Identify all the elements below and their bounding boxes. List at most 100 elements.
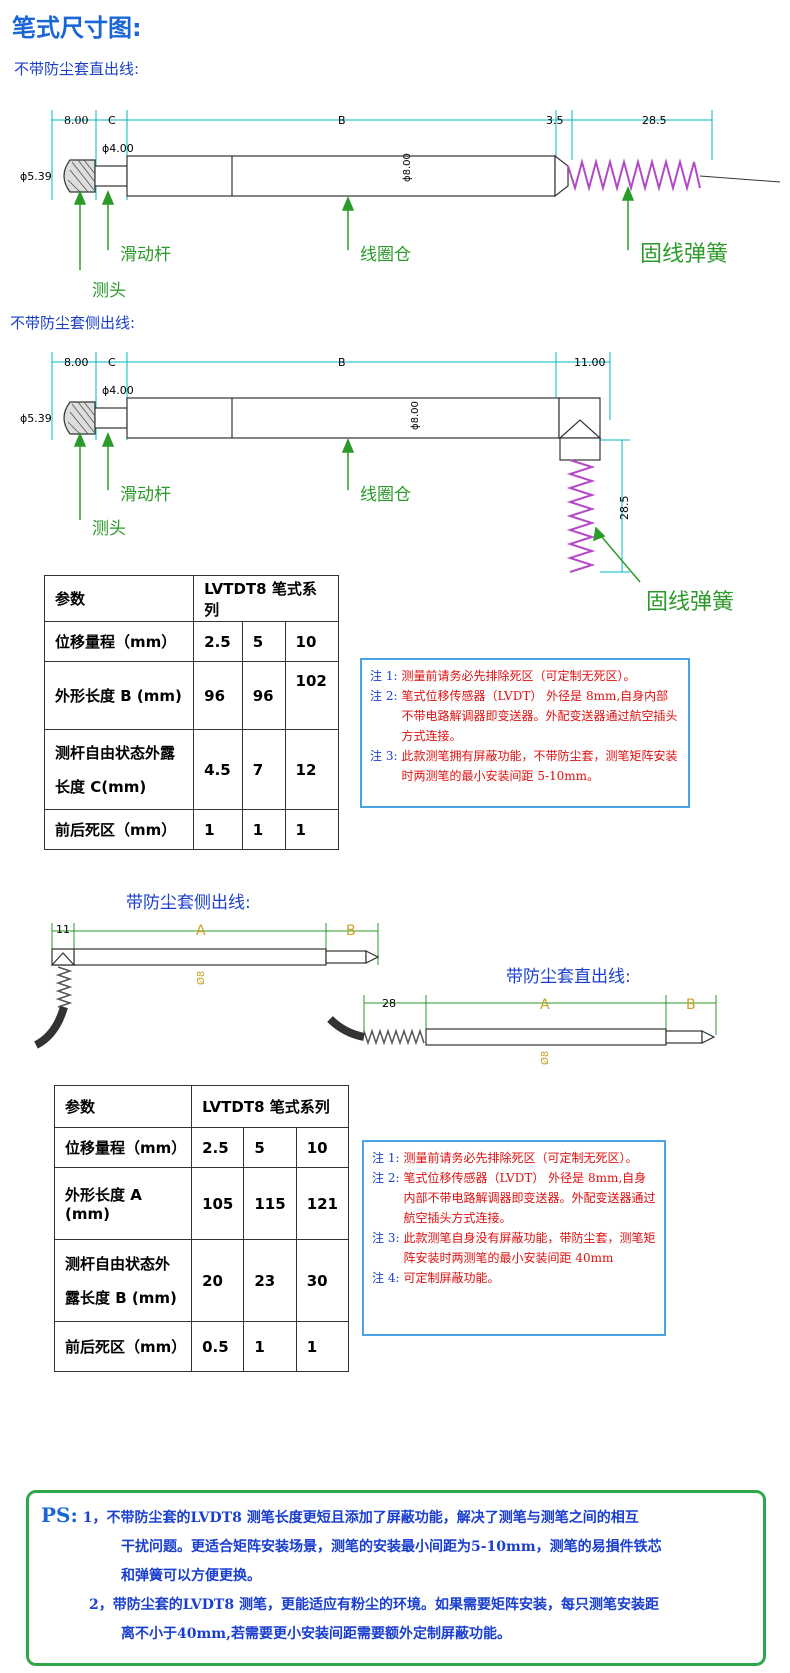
table-cell: 1 — [295, 1321, 350, 1372]
dim-c: C — [108, 114, 116, 127]
note-key: 注 1: — [372, 1151, 400, 1165]
note-key: 注 3: — [372, 1231, 400, 1245]
dim-3-5: 3.5 — [546, 114, 564, 127]
note-key: 注 2: — [372, 1171, 400, 1185]
dim-phi-8: ϕ8.00 — [402, 153, 413, 182]
row-name: 外形长度 B (mm) — [43, 661, 195, 730]
straight-probe-drawing: 8.00 C B 3.5 28.5 ϕ5.39 ϕ4.00 ϕ8.00 — [20, 110, 781, 270]
section2-heading: 不带防尘套侧出线: — [10, 314, 136, 332]
table-cell: 12 — [284, 729, 340, 810]
dim-28: 28 — [382, 997, 396, 1010]
section3-straight-heading: 带防尘套直出线: — [506, 967, 631, 987]
table-cell: 1 — [193, 809, 243, 850]
label-slide-rod: 滑动杆 — [120, 245, 171, 265]
table-cell: 115 — [243, 1167, 297, 1240]
section3-side-heading: 带防尘套侧出线: — [126, 893, 251, 913]
dustcover-drawings: 11 A B Ø8 28 A B Ø8 — [34, 923, 717, 1065]
table-cell: 20 — [191, 1239, 245, 1322]
dim-phi-8: Ø8 — [539, 1051, 551, 1065]
table-cell: 1 — [241, 809, 286, 850]
note-text: 可定制屏蔽功能。 — [403, 1271, 500, 1285]
label-spring-2: 固线弹簧 — [646, 590, 735, 615]
row-name: 外形长度 A (mm) — [53, 1167, 193, 1240]
dim-a: A — [540, 997, 550, 1013]
note-key: 注 4: — [372, 1271, 400, 1285]
ps-text: 和弹簧可以方便更换。 — [121, 1568, 261, 1584]
table-cell: 30 — [295, 1239, 350, 1322]
note-item: 注 1:测量前请务必先排除死区（可定制无死区）。 — [372, 1148, 656, 1168]
label-probe-tip: 测头 — [92, 281, 126, 301]
section1-heading: 不带防尘套直出线: — [14, 60, 140, 78]
dim-phi-4: ϕ4.00 — [102, 384, 134, 397]
note-text: 笔式位移传感器（LVDT） 外径是 8mm,自身内部不带电路解调器即变送器。外配… — [401, 689, 678, 743]
note-key: 注 3: — [370, 749, 398, 763]
dim-8: 8.00 — [64, 356, 89, 369]
ps-text: 干扰问题。更适合矩阵安装场景，测笔的安装最小间距为5-10mm，测笔的易損件铁芯 — [121, 1539, 662, 1555]
side-probe-drawing: 8.00 C B 11.00 28.5 ϕ5.39 ϕ4.00 ϕ8.00 — [20, 352, 641, 583]
table-cell: 121 — [295, 1167, 350, 1240]
dim-b: B — [338, 114, 346, 127]
page-title: 笔式尺寸图: — [12, 14, 142, 42]
label-coil-2: 线圈仓 — [360, 485, 411, 505]
table-cell: 0.5 — [191, 1321, 245, 1372]
row-name: 前后死区（mm） — [43, 809, 195, 850]
row-name: 前后死区（mm） — [53, 1321, 193, 1372]
ps-text: 离不小于40mm,若需要更小安装间距需要额外定制屏蔽功能。 — [121, 1626, 511, 1642]
table-header: 参数 — [53, 1085, 193, 1128]
dim-28-5: 28.5 — [618, 496, 631, 521]
note-item: 注 2:笔式位移传感器（LVDT） 外径是 8mm,自身内部不带电路解调器即变送… — [370, 686, 680, 746]
table-cell: 1 — [243, 1321, 297, 1372]
note-text: 笔式位移传感器（LVDT） 外径是 8mm,自身内部不带电路解调器即变送器。外配… — [403, 1171, 656, 1225]
spec-table-1: 参数 LVTDT8 笔式系列 位移量程（mm） 2.5 5 10 外形长度 B … — [43, 575, 340, 850]
table-header: 参数 — [43, 575, 195, 622]
dim-11: 11 — [56, 923, 70, 936]
row-name: 测杆自由状态外露长度 B (mm) — [53, 1239, 193, 1322]
note-item: 注 2:笔式位移传感器（LVDT） 外径是 8mm,自身内部不带电路解调器即变送… — [372, 1168, 656, 1228]
label-spring: 固线弹簧 — [640, 242, 729, 267]
note-item: 注 3:此款测笔拥有屏蔽功能，不带防尘套，测笔矩阵安装时两测笔的最小安装间距 5… — [370, 746, 680, 786]
dim-phi-4: ϕ4.00 — [102, 142, 134, 155]
dim-a: A — [196, 923, 206, 939]
notes-box-1: 注 1:测量前请务必先排除死区（可定制无死区）。 注 2:笔式位移传感器（LVD… — [360, 658, 690, 808]
table-cell: 10 — [295, 1127, 350, 1168]
table-cell: 5 — [241, 621, 286, 662]
table-header: LVTDT8 笔式系列 — [191, 1085, 349, 1128]
ps-label: PS: — [41, 1503, 78, 1527]
note-item: 注 1:测量前请务必先排除死区（可定制无死区）。 — [370, 666, 680, 686]
row-name: 位移量程（mm） — [53, 1127, 193, 1168]
dim-phi-8: ϕ8.00 — [410, 401, 421, 430]
note-item: 注 4:可定制屏蔽功能。 — [372, 1268, 656, 1288]
dim-phi-539: ϕ5.39 — [20, 412, 52, 425]
table-header: LVTDT8 笔式系列 — [193, 575, 339, 622]
table-cell: 7 — [241, 729, 286, 810]
table-cell: 105 — [191, 1167, 245, 1240]
ps-box: PS: 1，不带防尘套的LVDT8 测笔长度更短且添加了屏蔽功能，解决了测笔与测… — [26, 1490, 766, 1666]
table-cell: 1 — [284, 809, 340, 850]
note-text: 此款测笔自身没有屏蔽功能，带防尘套，测笔矩阵安装时两测笔的最小安装间距 40mm — [403, 1231, 656, 1265]
note-text: 此款测笔拥有屏蔽功能，不带防尘套，测笔矩阵安装时两测笔的最小安装间距 5-10m… — [401, 749, 678, 783]
label-probe-tip-2: 测头 — [92, 519, 126, 539]
notes-box-2: 注 1:测量前请务必先排除死区（可定制无死区）。 注 2:笔式位移传感器（LVD… — [362, 1140, 666, 1336]
ps-text: 2，带防尘套的LVDT8 测笔，更能适应有粉尘的环境。如果需要矩阵安装，每只测笔… — [89, 1597, 659, 1613]
table-cell: 2.5 — [191, 1127, 245, 1168]
ps-text: 1，不带防尘套的LVDT8 测笔长度更短且添加了屏蔽功能，解决了测笔与测笔之间的… — [82, 1510, 639, 1526]
table-cell: 102 — [284, 661, 340, 730]
table-cell: 2.5 — [193, 621, 243, 662]
note-key: 注 1: — [370, 669, 398, 683]
dim-b: B — [338, 356, 346, 369]
dim-b: B — [346, 923, 356, 939]
note-text: 测量前请务必先排除死区（可定制无死区）。 — [403, 1151, 638, 1165]
dim-28-5: 28.5 — [642, 114, 667, 127]
table-cell: 5 — [243, 1127, 297, 1168]
dim-phi-539: ϕ5.39 — [20, 170, 52, 183]
spec-table-2: 参数 LVTDT8 笔式系列 位移量程（mm） 2.5 5 10 外形长度 A … — [53, 1085, 350, 1372]
row-name: 测杆自由状态外露长度 C(mm) — [43, 729, 195, 810]
dim-8: 8.00 — [64, 114, 89, 127]
dim-phi-8: Ø8 — [195, 971, 207, 985]
table-cell: 4.5 — [193, 729, 243, 810]
table-cell: 96 — [241, 661, 286, 730]
table-cell: 96 — [193, 661, 243, 730]
table-cell: 23 — [243, 1239, 297, 1322]
note-key: 注 2: — [370, 689, 398, 703]
note-item: 注 3:此款测笔自身没有屏蔽功能，带防尘套，测笔矩阵安装时两测笔的最小安装间距 … — [372, 1228, 656, 1268]
